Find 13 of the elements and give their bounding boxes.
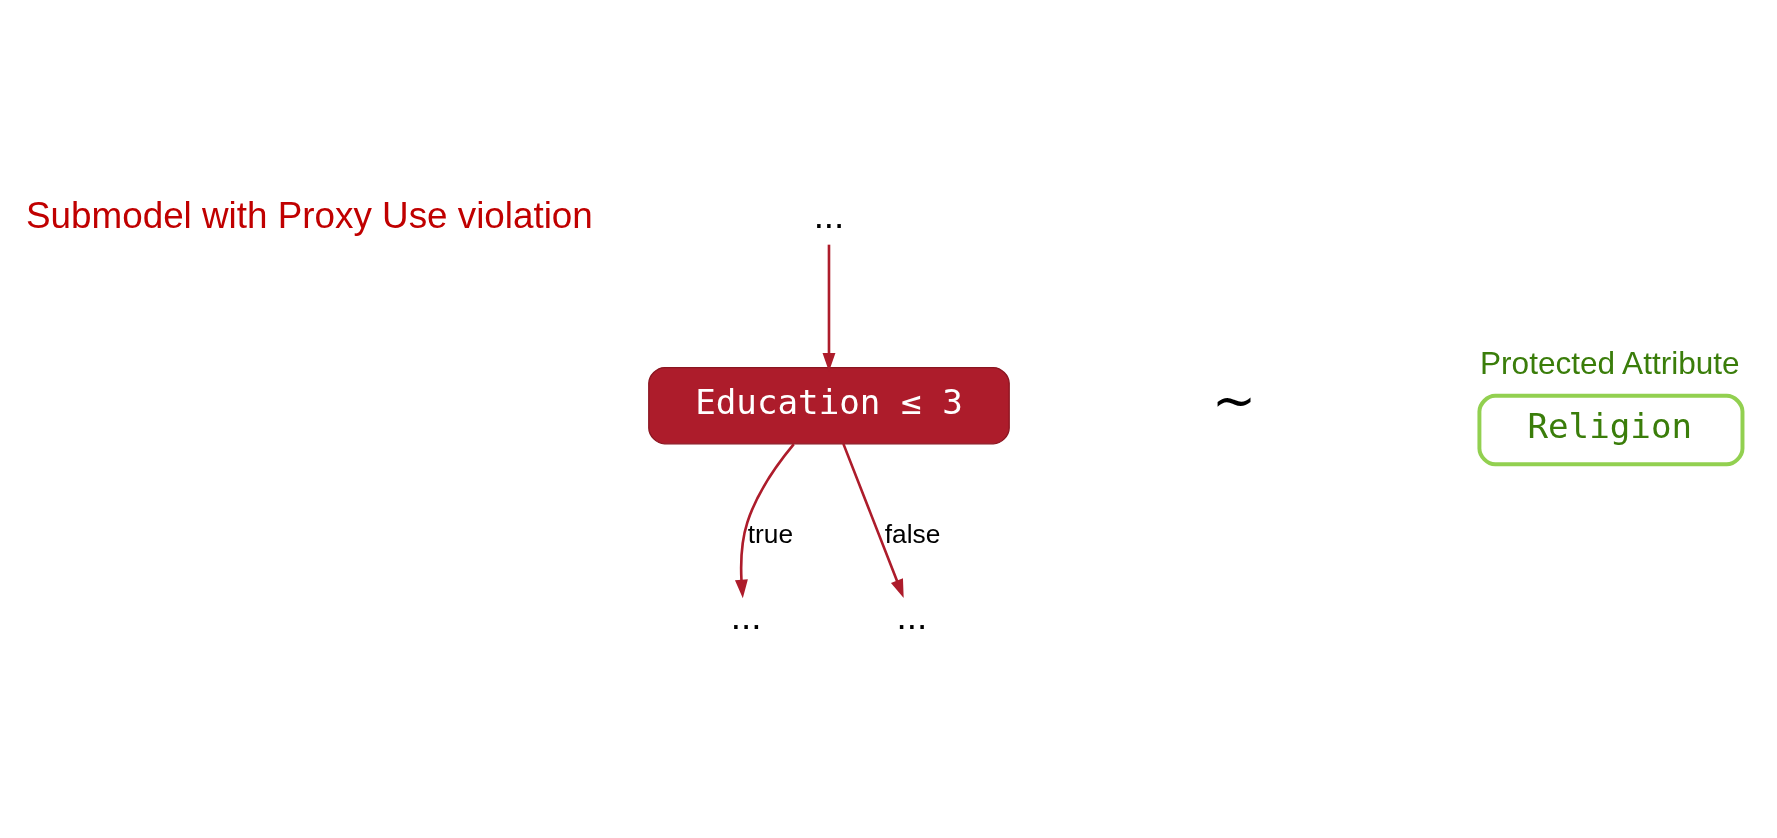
arrow <box>734 442 795 598</box>
node-text: ... <box>896 595 928 637</box>
node-box: Education ≤ 3 <box>648 366 1010 444</box>
node-box: Religion <box>1477 393 1745 466</box>
edge-label: true <box>747 518 794 549</box>
node-text: ... <box>730 595 762 637</box>
node-text: ... <box>813 194 845 236</box>
edge-label: false <box>884 518 941 549</box>
node-label: Protected Attribute <box>1480 344 1740 381</box>
label: Submodel with Proxy Use violation <box>26 194 593 236</box>
label: ~ <box>1212 369 1257 431</box>
arrow <box>842 442 904 598</box>
arrow <box>822 244 836 371</box>
